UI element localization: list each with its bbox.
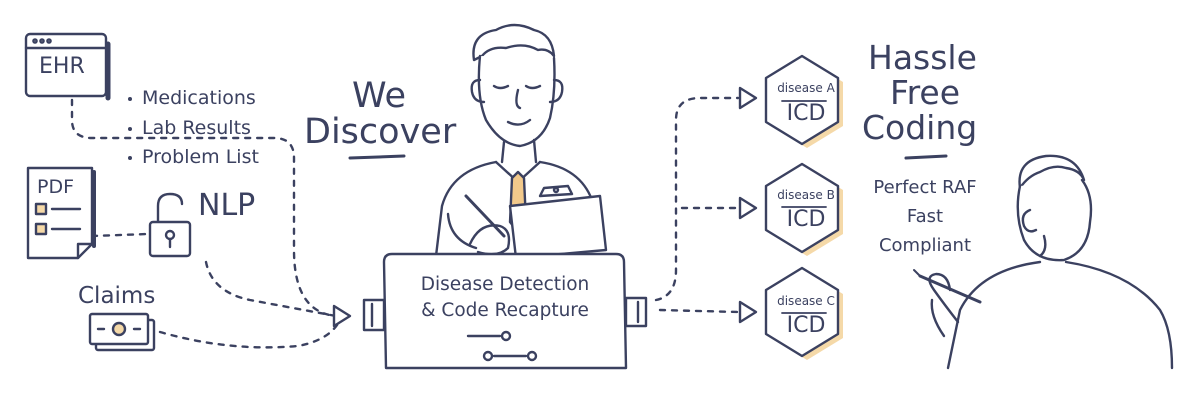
result-line1: Hassle xyxy=(868,38,977,77)
input-arrow-icon xyxy=(332,304,352,328)
nlp-connector xyxy=(204,260,338,318)
process-label: Disease Detection & Code Recapture xyxy=(392,272,618,324)
ehr-window-icon xyxy=(24,32,111,101)
claims-label: Claims xyxy=(78,283,156,309)
headline-line2: Discover xyxy=(304,112,457,152)
icd-a-label: ICD xyxy=(786,101,826,126)
arrow-b-icon xyxy=(738,196,758,220)
ehr-connector xyxy=(70,98,338,318)
ehr-label: EHR xyxy=(39,54,85,79)
pdf-label: PDF xyxy=(37,176,75,198)
connector-lines xyxy=(70,96,740,349)
result-line3: Coding xyxy=(862,108,978,147)
icd-badge-a-icon xyxy=(764,54,843,148)
disease-a-label: disease A xyxy=(777,81,835,95)
process-line1: Disease Detection xyxy=(420,274,590,295)
benefit-item: Compliant xyxy=(878,235,972,256)
icd-c-label: ICD xyxy=(786,313,826,338)
detection-machine xyxy=(362,252,648,370)
out-connector-c xyxy=(658,308,740,314)
claims-connector xyxy=(158,318,342,349)
icd-badge-b-icon xyxy=(764,162,843,256)
unlocked-padlock-icon xyxy=(148,192,192,258)
pdf-document-icon xyxy=(26,166,96,260)
arrow-c-icon xyxy=(738,300,758,324)
ehr-items-list: Medications Lab Results Problem List xyxy=(128,84,259,173)
icd-badge-c-icon xyxy=(764,266,843,360)
ehr-item: Problem List xyxy=(128,143,259,173)
out-connector-a xyxy=(654,96,740,302)
result-line2: Free xyxy=(890,73,961,112)
benefit-item: Fast xyxy=(906,206,944,227)
coder-figure xyxy=(913,154,1174,370)
nlp-label: NLP xyxy=(198,188,256,223)
icd-b-label: ICD xyxy=(786,207,826,232)
cash-bill-icon xyxy=(88,312,156,352)
arrow-a-icon xyxy=(738,86,758,110)
headline-underline xyxy=(348,154,406,160)
pdf-connector xyxy=(90,232,150,238)
ehr-item: Lab Results xyxy=(128,114,259,144)
benefits-list: Perfect RAF Fast Compliant xyxy=(846,173,1004,260)
ehr-item: Medications xyxy=(128,84,259,114)
benefit-item: Perfect RAF xyxy=(873,177,977,198)
headline-line1: We xyxy=(352,76,407,116)
result-underline xyxy=(904,154,948,160)
process-line2: & Code Recapture xyxy=(421,300,589,321)
disease-b-label: disease B xyxy=(777,188,835,202)
disease-c-label: disease C xyxy=(777,294,835,308)
doctor-figure xyxy=(434,23,608,260)
